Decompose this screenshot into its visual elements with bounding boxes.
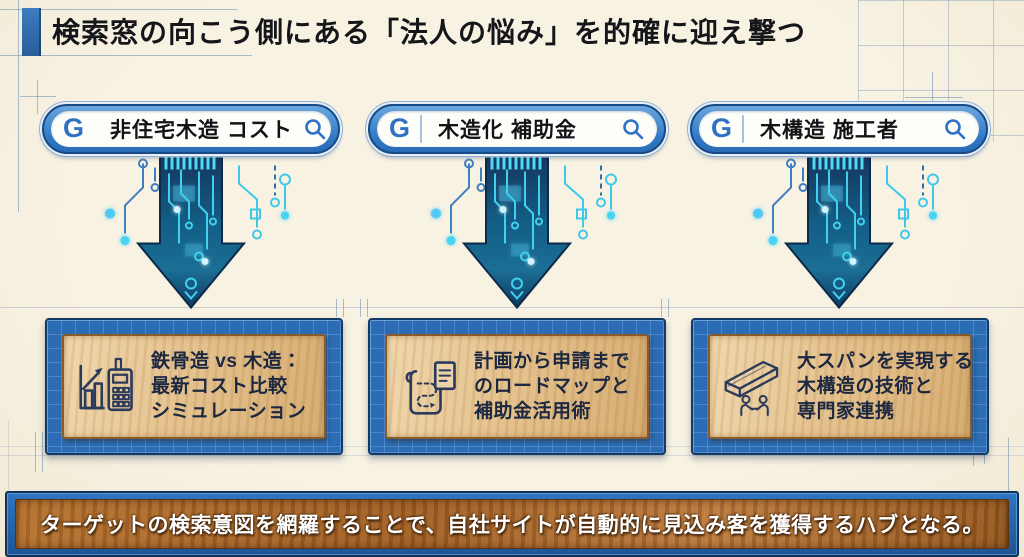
title-accent-bar: [22, 8, 41, 56]
search-icon[interactable]: [943, 117, 967, 141]
search-input[interactable]: G 非住宅木造 コスト: [51, 111, 331, 147]
wood-panel: 鉄骨造 vs 木造： 最新コスト比較 シミュレーション: [62, 334, 326, 439]
wood-panel: 大スパンを実現する 木構造の技術と 専門家連携: [708, 334, 974, 439]
search-query-text: 木構造 施工者: [760, 119, 899, 142]
search-icon[interactable]: [303, 117, 327, 141]
circuit-arrow-down: [729, 157, 949, 310]
google-g-logo: G: [711, 112, 733, 143]
blueprint-crosshair: [20, 96, 56, 97]
blueprint-tick: [42, 432, 43, 472]
google-g-logo: G: [63, 112, 85, 143]
result-card-cost: 鉄骨造 vs 木造： 最新コスト比較 シミュレーション: [45, 318, 343, 455]
blueprint-crosshair: [37, 80, 38, 114]
blueprint-crosshair: [905, 97, 963, 98]
blueprint-tick: [35, 432, 36, 472]
conclusion-banner: ターゲットの検索意図を網羅することで、自社サイトが自動的に見込み客を獲得するハブ…: [5, 491, 1019, 557]
divider: [742, 115, 745, 143]
blueprint-tick: [668, 299, 669, 317]
roadmap-scroll-icon: [395, 351, 465, 423]
blueprint-tick: [367, 299, 368, 317]
result-card-subsidy: 計画から申請まで のロードマップと 補助金活用術: [368, 318, 666, 455]
card-text: 大スパンを実現する 木構造の技術と 専門家連携: [797, 351, 974, 422]
cost-chart-calculator-icon: [72, 351, 142, 423]
blueprint-tick: [360, 299, 361, 317]
blueprint-line: [18, 0, 19, 212]
google-g-logo: G: [389, 112, 411, 143]
search-query-text: 非住宅木造 コスト: [110, 119, 293, 142]
blueprint-line: [8, 420, 9, 490]
circuit-arrow-down: [81, 157, 301, 310]
banner-wood-panel: ターゲットの検索意図を網羅することで、自社サイトが自動的に見込み客を獲得するハブ…: [15, 499, 1009, 549]
timber-beam-handshake-icon: [718, 351, 788, 423]
search-bar-3[interactable]: G 木構造 施工者: [690, 104, 988, 154]
search-input[interactable]: G 木造化 補助金: [377, 111, 657, 147]
circuit-arrow-down: [407, 157, 627, 310]
search-input[interactable]: G 木構造 施工者: [699, 111, 979, 147]
card-text: 鉄骨造 vs 木造： 最新コスト比較 シミュレーション: [151, 351, 307, 422]
search-bar-1[interactable]: G 非住宅木造 コスト: [42, 104, 340, 154]
search-query-text: 木造化 補助金: [438, 119, 577, 142]
page-title: 検索窓の向こう側にある「法人の悩み」を的確に迎え撃つ: [52, 17, 807, 48]
blueprint-line: [0, 455, 1024, 456]
divider: [420, 115, 423, 143]
search-icon[interactable]: [621, 117, 645, 141]
blueprint-tick: [343, 299, 344, 317]
search-bar-2[interactable]: G 木造化 補助金: [368, 104, 666, 154]
card-text: 計画から申請まで のロードマップと 補助金活用術: [474, 351, 631, 422]
result-card-structure: 大スパンを実現する 木構造の技術と 専門家連携: [691, 318, 989, 455]
blueprint-tick: [336, 299, 337, 317]
blueprint-tick: [661, 299, 662, 317]
wood-panel: 計画から申請まで のロードマップと 補助金活用術: [385, 334, 649, 439]
banner-text: ターゲットの検索意図を網羅することで、自社サイトが自動的に見込み客を獲得するハブ…: [40, 514, 984, 537]
